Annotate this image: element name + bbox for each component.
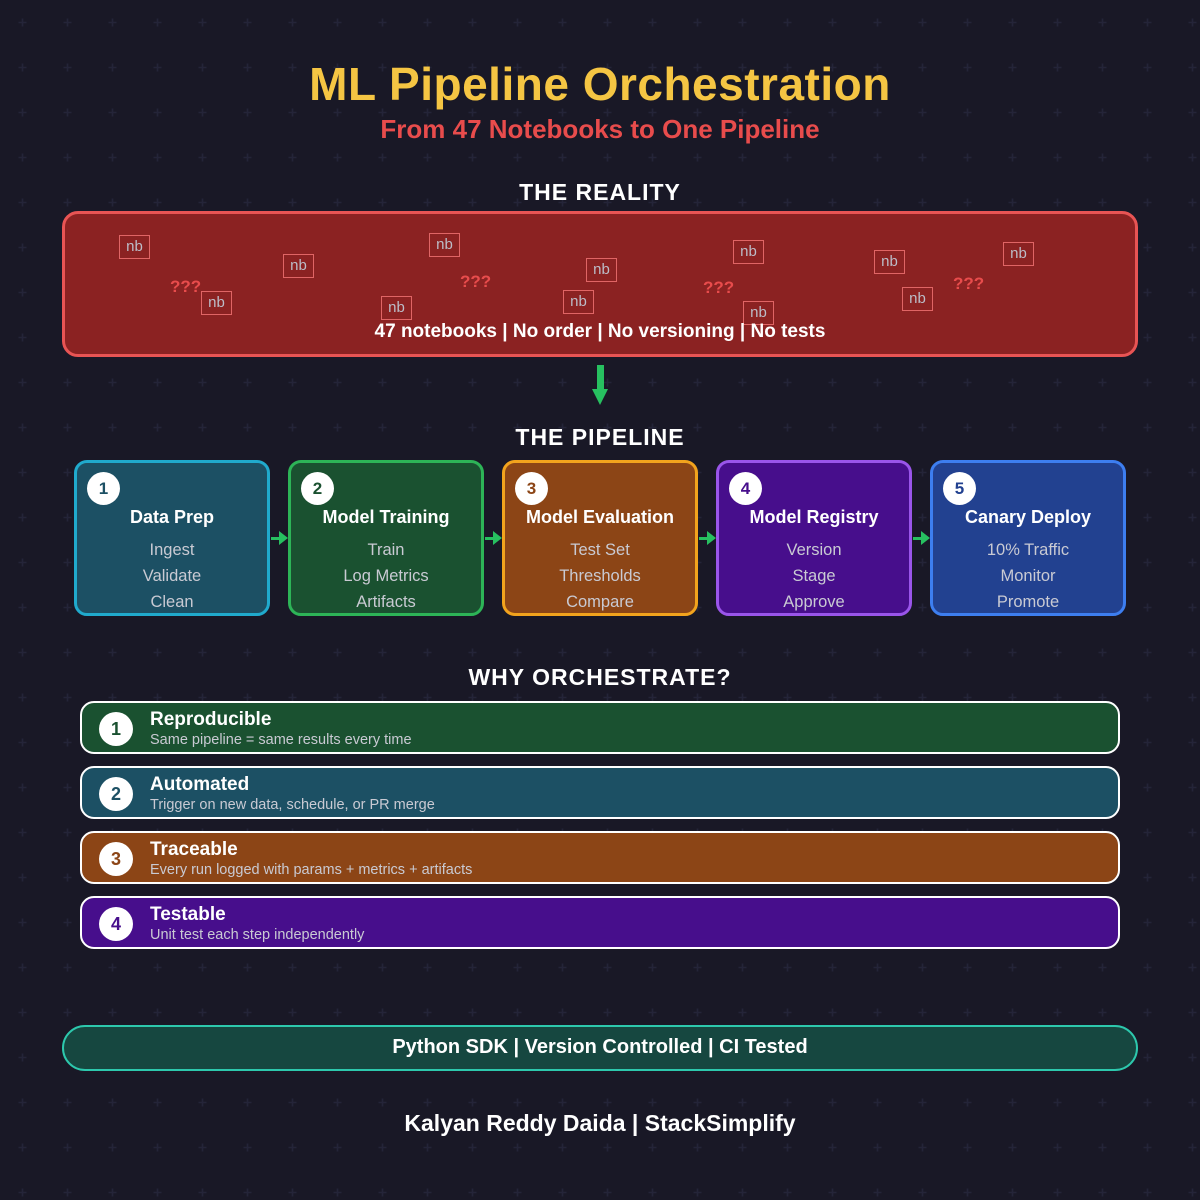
flow-arrow-icon [484, 531, 502, 545]
question-marks: ??? [703, 278, 735, 297]
why-bar-automated: 2 Automated Trigger on new data, schedul… [80, 766, 1120, 819]
why-heading: WHY ORCHESTRATE? [468, 664, 732, 690]
stage-title: Model Registry [749, 507, 879, 527]
question-marks: ??? [170, 277, 202, 296]
why-number-badge: 3 [99, 842, 133, 876]
stage-item: Approve [783, 593, 845, 611]
sdk-badge: Python SDK | Version Controlled | CI Tes… [62, 1025, 1138, 1071]
stage-item: Stage [792, 567, 836, 585]
why-description: Every run logged with params + metrics +… [150, 862, 473, 878]
stage-number-badge: 3 [515, 472, 548, 505]
reality-caption: 47 notebooks | No order | No versioning … [374, 321, 826, 342]
notebook-chip: nb [586, 258, 617, 282]
reality-panel: nb nb nb nb nb nb nb nb nb nb nb nb ??? … [62, 211, 1138, 357]
notebook-chip: nb [1003, 242, 1034, 266]
flow-arrow-icon [270, 531, 288, 545]
pipeline-stage-data-prep: 1 Data Prep Ingest Validate Clean [74, 460, 270, 616]
stage-item: Clean [150, 593, 194, 611]
down-arrow-icon [592, 365, 608, 405]
pipeline-stage-model-evaluation: 3 Model Evaluation Test Set Thresholds C… [502, 460, 698, 616]
stage-item: Compare [566, 593, 634, 611]
notebook-chip: nb [563, 290, 594, 314]
stage-number-badge: 5 [943, 472, 976, 505]
why-title: Reproducible [150, 709, 272, 730]
stage-title: Model Evaluation [525, 507, 675, 527]
notebook-chip: nb [429, 233, 460, 257]
notebook-chip: nb [283, 254, 314, 278]
question-marks: ??? [953, 274, 985, 293]
stage-item: Monitor [1000, 567, 1056, 585]
stage-item: Validate [142, 567, 202, 585]
why-number-badge: 2 [99, 777, 133, 811]
pipeline-heading: THE PIPELINE [515, 424, 685, 450]
why-number-badge: 1 [99, 712, 133, 746]
stage-item: Artifacts [356, 593, 416, 611]
why-description: Unit test each step independently [150, 927, 365, 943]
why-title: Automated [150, 774, 250, 795]
notebook-chip: nb [119, 235, 150, 259]
why-bar-traceable: 3 Traceable Every run logged with params… [80, 831, 1120, 884]
page-title: ML Pipeline Orchestration [309, 58, 891, 110]
stage-title: Model Training [322, 507, 450, 527]
stage-number-badge: 2 [301, 472, 334, 505]
why-bar-testable: 4 Testable Unit test each step independe… [80, 896, 1120, 949]
why-description: Trigger on new data, schedule, or PR mer… [150, 797, 435, 813]
footer-credit: Kalyan Reddy Daida | StackSimplify [404, 1110, 796, 1136]
pipeline-stage-model-training: 2 Model Training Train Log Metrics Artif… [288, 460, 484, 616]
stage-item: 10% Traffic [986, 541, 1070, 559]
pipeline-stage-canary-deploy: 5 Canary Deploy 10% Traffic Monitor Prom… [930, 460, 1126, 616]
why-number-badge: 4 [99, 907, 133, 941]
stage-number-badge: 4 [729, 472, 762, 505]
stage-title: Canary Deploy [964, 507, 1092, 527]
reality-heading: THE REALITY [519, 179, 681, 205]
notebook-chip: nb [201, 291, 232, 315]
stage-number-badge: 1 [87, 472, 120, 505]
pipeline-stages-row: 1 Data Prep Ingest Validate Clean 2 Mode… [74, 460, 1126, 616]
stage-item: Ingest [149, 541, 195, 559]
stage-title: Data Prep [129, 507, 215, 527]
flow-arrow-icon [698, 531, 716, 545]
stage-item: Version [786, 541, 842, 559]
flow-arrow-icon [912, 531, 930, 545]
notebook-chip: nb [733, 240, 764, 264]
notebook-chip: nb [874, 250, 905, 274]
why-title: Traceable [150, 839, 238, 860]
stage-item: Train [367, 541, 405, 559]
stage-item: Log Metrics [343, 567, 429, 585]
why-title: Testable [150, 904, 226, 925]
stage-item: Thresholds [559, 567, 641, 585]
page-subtitle: From 47 Notebooks to One Pipeline [380, 114, 820, 144]
pipeline-stage-model-registry: 4 Model Registry Version Stage Approve [716, 460, 912, 616]
question-marks: ??? [460, 272, 492, 291]
why-bar-reproducible: 1 Reproducible Same pipeline = same resu… [80, 701, 1120, 754]
notebook-chip: nb [381, 296, 412, 320]
notebook-chip: nb [743, 301, 774, 325]
why-description: Same pipeline = same results every time [150, 732, 412, 748]
stage-item: Promote [996, 593, 1060, 611]
stage-item: Test Set [570, 541, 630, 559]
notebook-chip: nb [902, 287, 933, 311]
